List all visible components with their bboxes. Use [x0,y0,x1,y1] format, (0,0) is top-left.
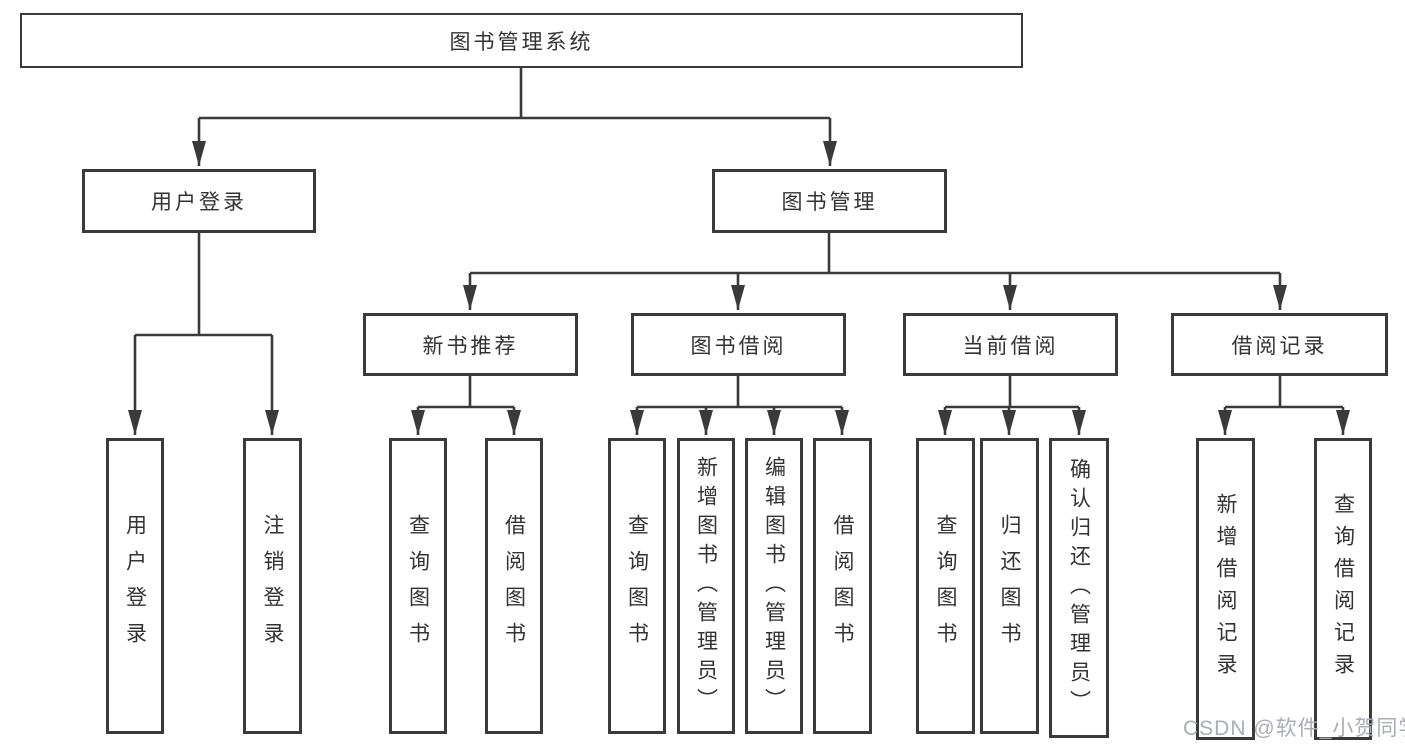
node-nb-query: 查询图书 [389,438,447,734]
node-nb-query-label: 查询图书 [406,514,430,658]
node-br-query: 查询借阅记录 [1314,438,1372,740]
node-br-add: 新增借阅记录 [1196,438,1255,740]
node-cb-confirm-label: 确认归还（管理员） [1067,457,1091,719]
node-user-login-label: 用户登录 [151,191,247,214]
node-book-borrow-label: 图书借阅 [690,334,787,358]
node-book-mgmt-label: 图书管理 [781,191,878,214]
node-current-borrow: 当前借阅 [903,313,1118,376]
node-ul-login-label: 用户登录 [123,514,147,658]
node-bb-add-label: 新增图书（管理员） [694,455,718,717]
node-cb-query-label: 查询图书 [934,514,957,658]
node-br-add-label: 新增借阅记录 [1214,493,1237,685]
node-new-book-rec: 新书推荐 [363,313,578,376]
node-bb-query-label: 查询图书 [625,514,649,658]
node-cb-query: 查询图书 [916,438,975,734]
node-nb-borrow-label: 借阅图书 [502,514,526,658]
node-user-login: 用户登录 [82,169,316,233]
connector-book-mgmt [463,233,1287,310]
node-br-query-label: 查询借阅记录 [1331,493,1355,685]
node-book-mgmt: 图书管理 [712,169,947,233]
connector-user-login [128,233,279,435]
node-root-label: 图书管理系统 [449,30,594,54]
node-ul-login: 用户登录 [106,438,164,734]
node-bb-borrow-label: 借阅图书 [831,514,854,658]
connector-borrow-record [1218,376,1350,435]
node-bb-edit-label: 编辑图书（管理员） [762,455,786,717]
node-current-borrow-label: 当前借阅 [962,334,1059,358]
node-nb-borrow: 借阅图书 [485,438,543,734]
node-bb-borrow: 借阅图书 [813,438,872,734]
node-bb-add: 新增图书（管理员） [677,438,735,734]
node-bb-edit: 编辑图书（管理员） [745,438,803,734]
node-ul-logout-label: 注销登录 [261,514,284,658]
node-new-book-rec-label: 新书推荐 [422,334,519,358]
connector-new-book-rec [411,376,521,435]
node-root: 图书管理系统 [20,13,1023,68]
node-borrow-record: 借阅记录 [1171,313,1388,376]
node-cb-return: 归还图书 [980,438,1039,734]
node-ul-logout: 注销登录 [243,438,302,734]
node-bb-query: 查询图书 [608,438,666,734]
connector-book-borrow [630,376,849,435]
csdn-watermark: CSDN @软件_小贺同学 [1183,717,1405,740]
node-cb-return-label: 归还图书 [998,514,1021,658]
connector-current-borrow [938,376,1086,435]
node-borrow-record-label: 借阅记录 [1231,334,1328,358]
connector-root [192,68,837,166]
node-book-borrow: 图书借阅 [631,313,846,376]
node-cb-confirm: 确认归还（管理员） [1049,438,1109,738]
